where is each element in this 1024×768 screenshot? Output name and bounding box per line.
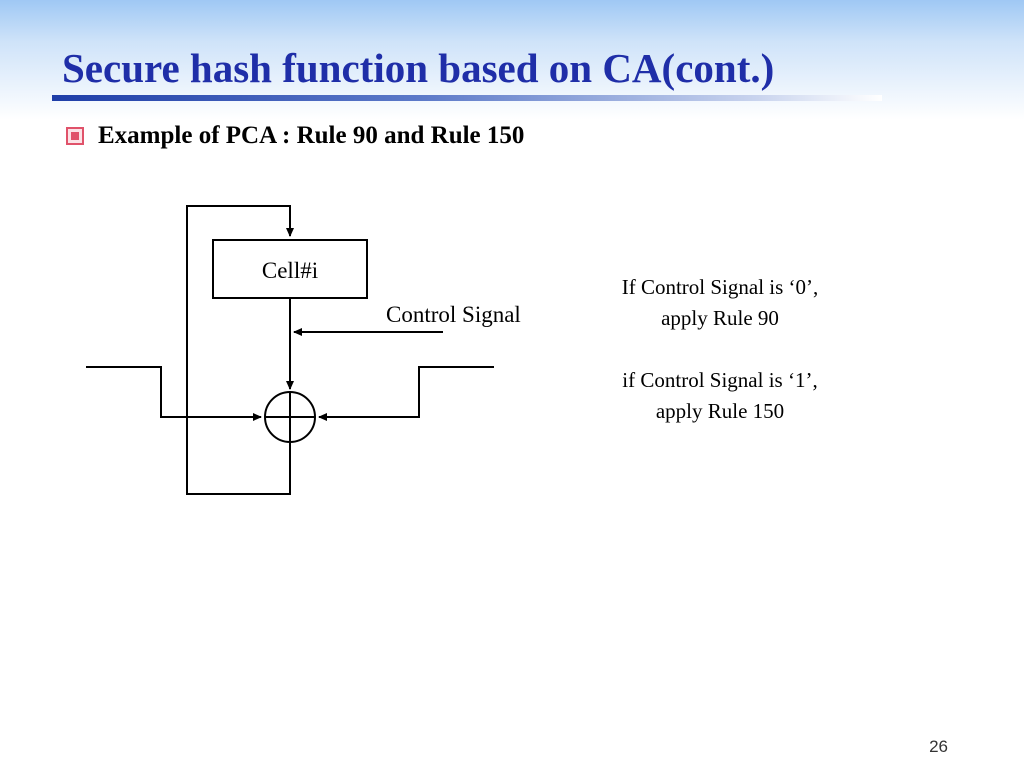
bullet-text: Example of PCA : Rule 90 and Rule 150 xyxy=(98,122,525,149)
cell-label: Cell#i xyxy=(262,258,318,283)
right-neighbor-input-line xyxy=(318,366,494,421)
xor-circle-icon xyxy=(264,391,316,443)
page-number: 26 xyxy=(929,737,948,756)
rule-90-note: If Control Signal is ‘0’, apply Rule 90 xyxy=(560,272,880,334)
rule-150-condition: if Control Signal is ‘1’, xyxy=(622,368,818,392)
rule-90-action: apply Rule 90 xyxy=(661,306,779,330)
feedback-loop-line xyxy=(186,205,294,495)
control-signal-label: Control Signal xyxy=(386,302,521,327)
slide-title: Secure hash function based on CA(cont.) xyxy=(62,45,775,91)
bullet-item: Example of PCA : Rule 90 and Rule 150 xyxy=(66,122,524,150)
rule-150-note: if Control Signal is ‘1’, apply Rule 150 xyxy=(560,365,880,427)
left-neighbor-input-line xyxy=(86,366,262,421)
rule-150-action: apply Rule 150 xyxy=(655,399,785,423)
title-underline xyxy=(52,95,882,101)
square-bullet-icon xyxy=(66,127,84,145)
rule-90-condition: If Control Signal is ‘0’, xyxy=(621,275,819,299)
cell-box xyxy=(212,239,368,299)
